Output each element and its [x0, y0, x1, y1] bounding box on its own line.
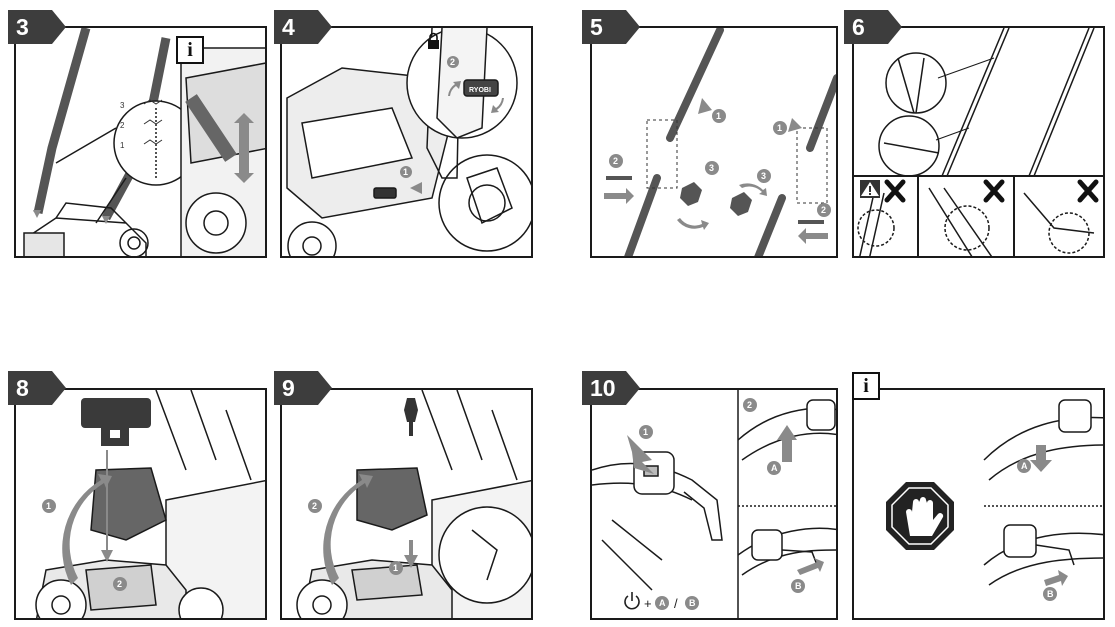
callout-1: 1	[46, 501, 51, 511]
switch-label-a: A	[1021, 461, 1028, 471]
power-icon	[624, 592, 640, 610]
lock-icon	[428, 32, 439, 49]
switch-label-a: A	[771, 463, 778, 473]
step-number-5: 5	[590, 14, 603, 40]
step-badge-5: 5	[582, 10, 640, 44]
step-badge-10: 10	[582, 371, 640, 405]
step-badge-8: 8	[8, 371, 66, 405]
panel-step-10: 1 2 A B A B + /	[590, 388, 838, 620]
formula-label-b: B	[689, 598, 696, 608]
callout-2: 2	[312, 501, 317, 511]
illustration-key-lid-close: 2 1	[296, 390, 531, 618]
illustration-start-procedure: 1 2 A B A B + /	[592, 390, 836, 618]
panel-info-warning: A B i	[852, 388, 1105, 620]
step-number-10: 10	[590, 375, 616, 401]
panel-step-9: 2 1	[280, 388, 533, 620]
illustration-key-insert: RYOBI 1 2	[286, 28, 531, 256]
warning-icon	[860, 180, 880, 198]
info-icon-panel: i	[852, 372, 880, 400]
callout-1: 1	[393, 563, 398, 573]
height-level-3: 3	[120, 101, 125, 110]
panel-step-3: 3 2 1 i	[14, 26, 267, 258]
panel-step-6	[852, 26, 1105, 258]
panel-step-5: 1 1 2 2 3 3	[590, 26, 838, 258]
illustration-handle-assembly: 1 1 2 2 3 3	[604, 28, 836, 256]
step-number-6: 6	[852, 14, 865, 40]
step-number-3: 3	[16, 14, 29, 40]
panel-step-4: RYOBI 1 2	[280, 26, 533, 258]
callout-1: 1	[643, 427, 648, 437]
callout-1b: 1	[777, 123, 782, 133]
switch-label-b: B	[795, 581, 802, 591]
callout-3b: 3	[761, 171, 766, 181]
step-number-9: 9	[282, 375, 295, 401]
formula-plus: +	[644, 596, 652, 611]
callout-3: 3	[709, 163, 714, 173]
formula-slash: /	[674, 596, 678, 611]
callout-2: 2	[450, 57, 455, 67]
step-badge-9: 9	[274, 371, 332, 405]
panel-step-8: 1 2	[14, 388, 267, 620]
step-badge-6: 6	[844, 10, 902, 44]
step-badge-3: 3	[8, 10, 66, 44]
step-badge-4: 4	[274, 10, 332, 44]
cross-icon	[884, 179, 1099, 203]
illustration-handle-height: 3 2 1	[23, 28, 265, 256]
info-icon: i	[176, 36, 204, 64]
height-level-2: 2	[120, 121, 125, 130]
illustration-cable-routing	[854, 28, 1103, 256]
callout-2: 2	[613, 156, 618, 166]
brand-badge: RYOBI	[469, 87, 491, 94]
step-number-8: 8	[16, 375, 29, 401]
callout-2: 2	[117, 579, 122, 589]
callout-1: 1	[716, 111, 721, 121]
illustration-stop-release: A B	[886, 399, 1103, 601]
callout-2b: 2	[821, 205, 826, 215]
step-number-4: 4	[282, 14, 295, 40]
switch-label-b: B	[1047, 589, 1054, 599]
height-level-1: 1	[120, 141, 125, 150]
callout-1: 1	[403, 167, 408, 177]
stop-hand-icon	[886, 482, 954, 550]
formula-label-a: A	[659, 598, 666, 608]
illustration-battery-insert: 1 2	[35, 390, 265, 618]
callout-2: 2	[747, 400, 752, 410]
